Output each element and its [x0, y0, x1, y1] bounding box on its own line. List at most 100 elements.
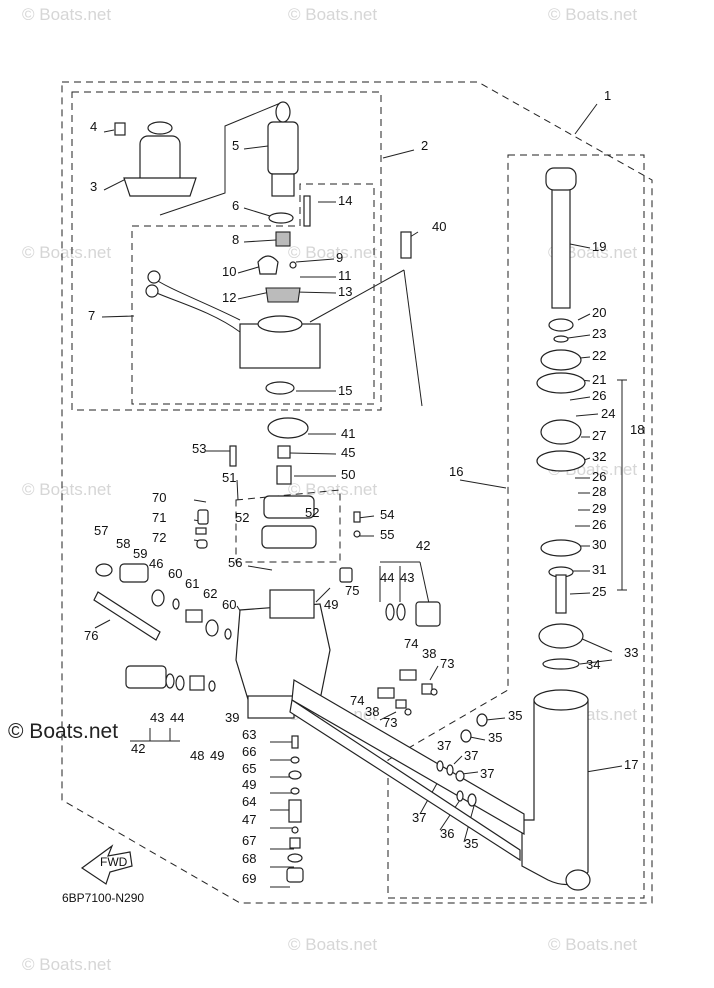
callout-c24: 24: [601, 406, 615, 421]
callout-c29: 29: [592, 501, 606, 516]
callout-c43a: 43: [400, 570, 414, 585]
callout-c53: 53: [192, 441, 206, 456]
watermark-text: © Boats.net: [22, 480, 111, 499]
callout-c73b: 73: [383, 715, 397, 730]
callout-c49c: 49: [242, 777, 256, 792]
watermark-text: © Boats.net: [22, 5, 111, 24]
callout-c59: 59: [133, 546, 147, 561]
watermark-text: © Boats.net: [288, 5, 377, 24]
callout-c2: 2: [421, 138, 428, 153]
callout-c26b: 26: [592, 469, 606, 484]
callout-c27: 27: [592, 428, 606, 443]
callout-c39: 39: [225, 710, 239, 725]
callout-c23: 23: [592, 326, 606, 341]
callout-c34: 34: [586, 657, 600, 672]
callout-c55: 55: [380, 527, 394, 542]
callout-c68: 68: [242, 851, 256, 866]
callout-c40: 40: [432, 219, 446, 234]
callout-c49b: 49: [210, 748, 224, 763]
callout-c26c: 26: [592, 517, 606, 532]
callout-c41: 41: [341, 426, 355, 441]
callout-c10: 10: [222, 264, 236, 279]
watermark-main: © Boats.net: [8, 720, 118, 743]
callout-c44a: 44: [380, 570, 394, 585]
callout-c47: 47: [242, 812, 256, 827]
callout-c31: 31: [592, 562, 606, 577]
callout-c45: 45: [341, 445, 355, 460]
callout-c62: 62: [203, 586, 217, 601]
callout-c11: 11: [338, 268, 352, 283]
callout-c7: 7: [88, 308, 95, 323]
callout-c52b: 52: [305, 505, 319, 520]
callout-c64: 64: [242, 794, 256, 809]
callout-c33: 33: [624, 645, 638, 660]
watermark-text: © Boats.net: [288, 480, 377, 499]
callout-c12: 12: [222, 290, 236, 305]
callout-c42a: 42: [416, 538, 430, 553]
callout-c73a: 73: [440, 656, 454, 671]
callout-c14: 14: [338, 193, 352, 208]
callout-c67: 67: [242, 833, 256, 848]
watermark-text: © Boats.net: [548, 935, 637, 954]
callout-c54: 54: [380, 507, 394, 522]
callout-c56: 56: [228, 555, 242, 570]
callout-c8: 8: [232, 232, 239, 247]
callout-c1: 1: [604, 88, 611, 103]
callout-c32: 32: [592, 449, 606, 464]
callout-c44b: 44: [170, 710, 184, 725]
callout-c65: 65: [242, 761, 256, 776]
small-parts: [377, 603, 488, 807]
callout-c63: 63: [242, 727, 256, 742]
callout-c25: 25: [592, 584, 606, 599]
callout-c26a: 26: [592, 388, 606, 403]
callout-c36: 36: [440, 826, 454, 841]
callout-c19: 19: [592, 239, 606, 254]
callout-c66: 66: [242, 744, 256, 759]
callout-c28: 28: [592, 484, 606, 499]
watermark-text: © Boats.net: [22, 955, 111, 974]
callout-c15: 15: [338, 383, 352, 398]
callout-c6: 6: [232, 198, 239, 213]
motor-assembly: [114, 101, 412, 395]
callout-c13: 13: [338, 284, 352, 299]
watermark-text: © Boats.net: [288, 243, 377, 262]
callout-c72: 72: [152, 530, 166, 545]
callout-c37c: 37: [480, 766, 494, 781]
callout-c9: 9: [336, 250, 343, 265]
callout-c49a: 49: [324, 597, 338, 612]
callout-c21: 21: [592, 372, 606, 387]
fwd-label: FWD: [100, 855, 128, 869]
callout-c38a: 38: [422, 646, 436, 661]
callout-c4: 4: [90, 119, 97, 134]
callout-c16: 16: [449, 464, 463, 479]
callout-c48: 48: [190, 748, 204, 763]
callout-c37b: 37: [464, 748, 478, 763]
callout-c70: 70: [152, 490, 166, 505]
callout-c51: 51: [222, 470, 236, 485]
callout-c76: 76: [84, 628, 98, 643]
diagram-code: 6BP7100-N290: [62, 891, 144, 905]
callout-c52a: 52: [235, 510, 249, 525]
pump-body: [93, 417, 525, 862]
callout-c20: 20: [592, 305, 606, 320]
callout-c69: 69: [242, 871, 256, 886]
callout-c35a: 35: [508, 708, 522, 723]
callout-c57: 57: [94, 523, 108, 538]
callout-c3: 3: [90, 179, 97, 194]
callout-c46: 46: [149, 556, 163, 571]
callout-c60a: 60: [168, 566, 182, 581]
callout-c37d: 37: [412, 810, 426, 825]
callout-c71: 71: [152, 510, 166, 525]
callout-c75: 75: [345, 583, 359, 598]
callout-c37a: 37: [437, 738, 451, 753]
watermark-text: © Boats.net: [22, 243, 111, 262]
callout-c74a: 74: [404, 636, 418, 651]
callout-c38b: 38: [365, 704, 379, 719]
callout-c61: 61: [185, 576, 199, 591]
callout-c42b: 42: [131, 741, 145, 756]
callout-c43b: 43: [150, 710, 164, 725]
callout-c58: 58: [116, 536, 130, 551]
callout-c5: 5: [232, 138, 239, 153]
